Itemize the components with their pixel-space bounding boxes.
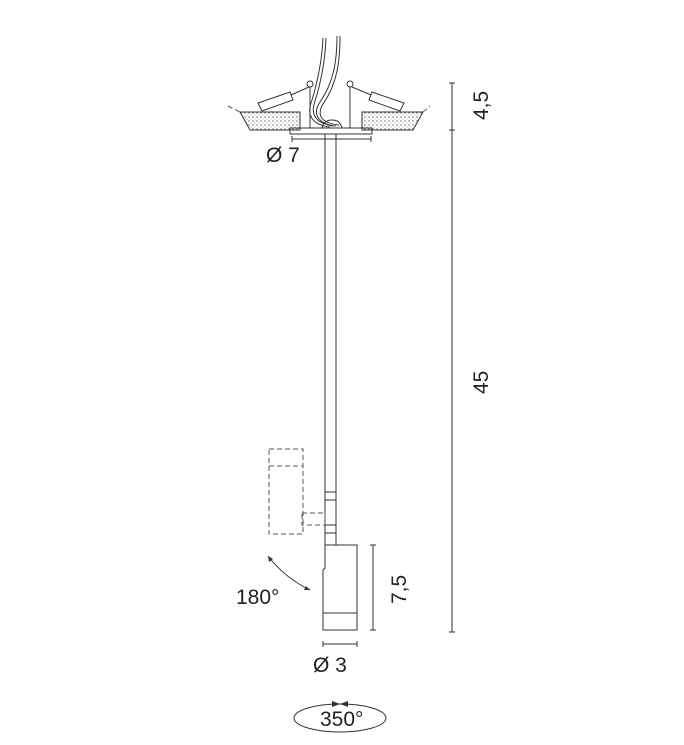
stem (324, 134, 337, 545)
recess-depth-label: 4,5 (470, 91, 493, 120)
dimension-head-diameter (322, 641, 358, 647)
base-diameter-label: Ø 7 (266, 144, 300, 167)
dimension-total-length (449, 82, 455, 633)
pan-angle-label: 350° (320, 708, 363, 731)
tilt-angle-label: 180° (236, 586, 279, 609)
head-diameter-label: Ø 3 (313, 654, 347, 677)
rotated-head-ghost (268, 448, 326, 535)
head-length-label: 7,5 (388, 575, 411, 604)
ceiling-mount (227, 35, 431, 135)
dimension-head-length (370, 544, 376, 631)
total-length-label: 45 (470, 371, 493, 394)
spotlight-head (322, 544, 358, 631)
dimension-base-diameter (291, 136, 372, 142)
pan-rotation-icon (293, 701, 387, 733)
spring-clip-right (346, 80, 405, 128)
power-wires (309, 35, 341, 128)
tilt-arrow-icon (267, 555, 311, 591)
